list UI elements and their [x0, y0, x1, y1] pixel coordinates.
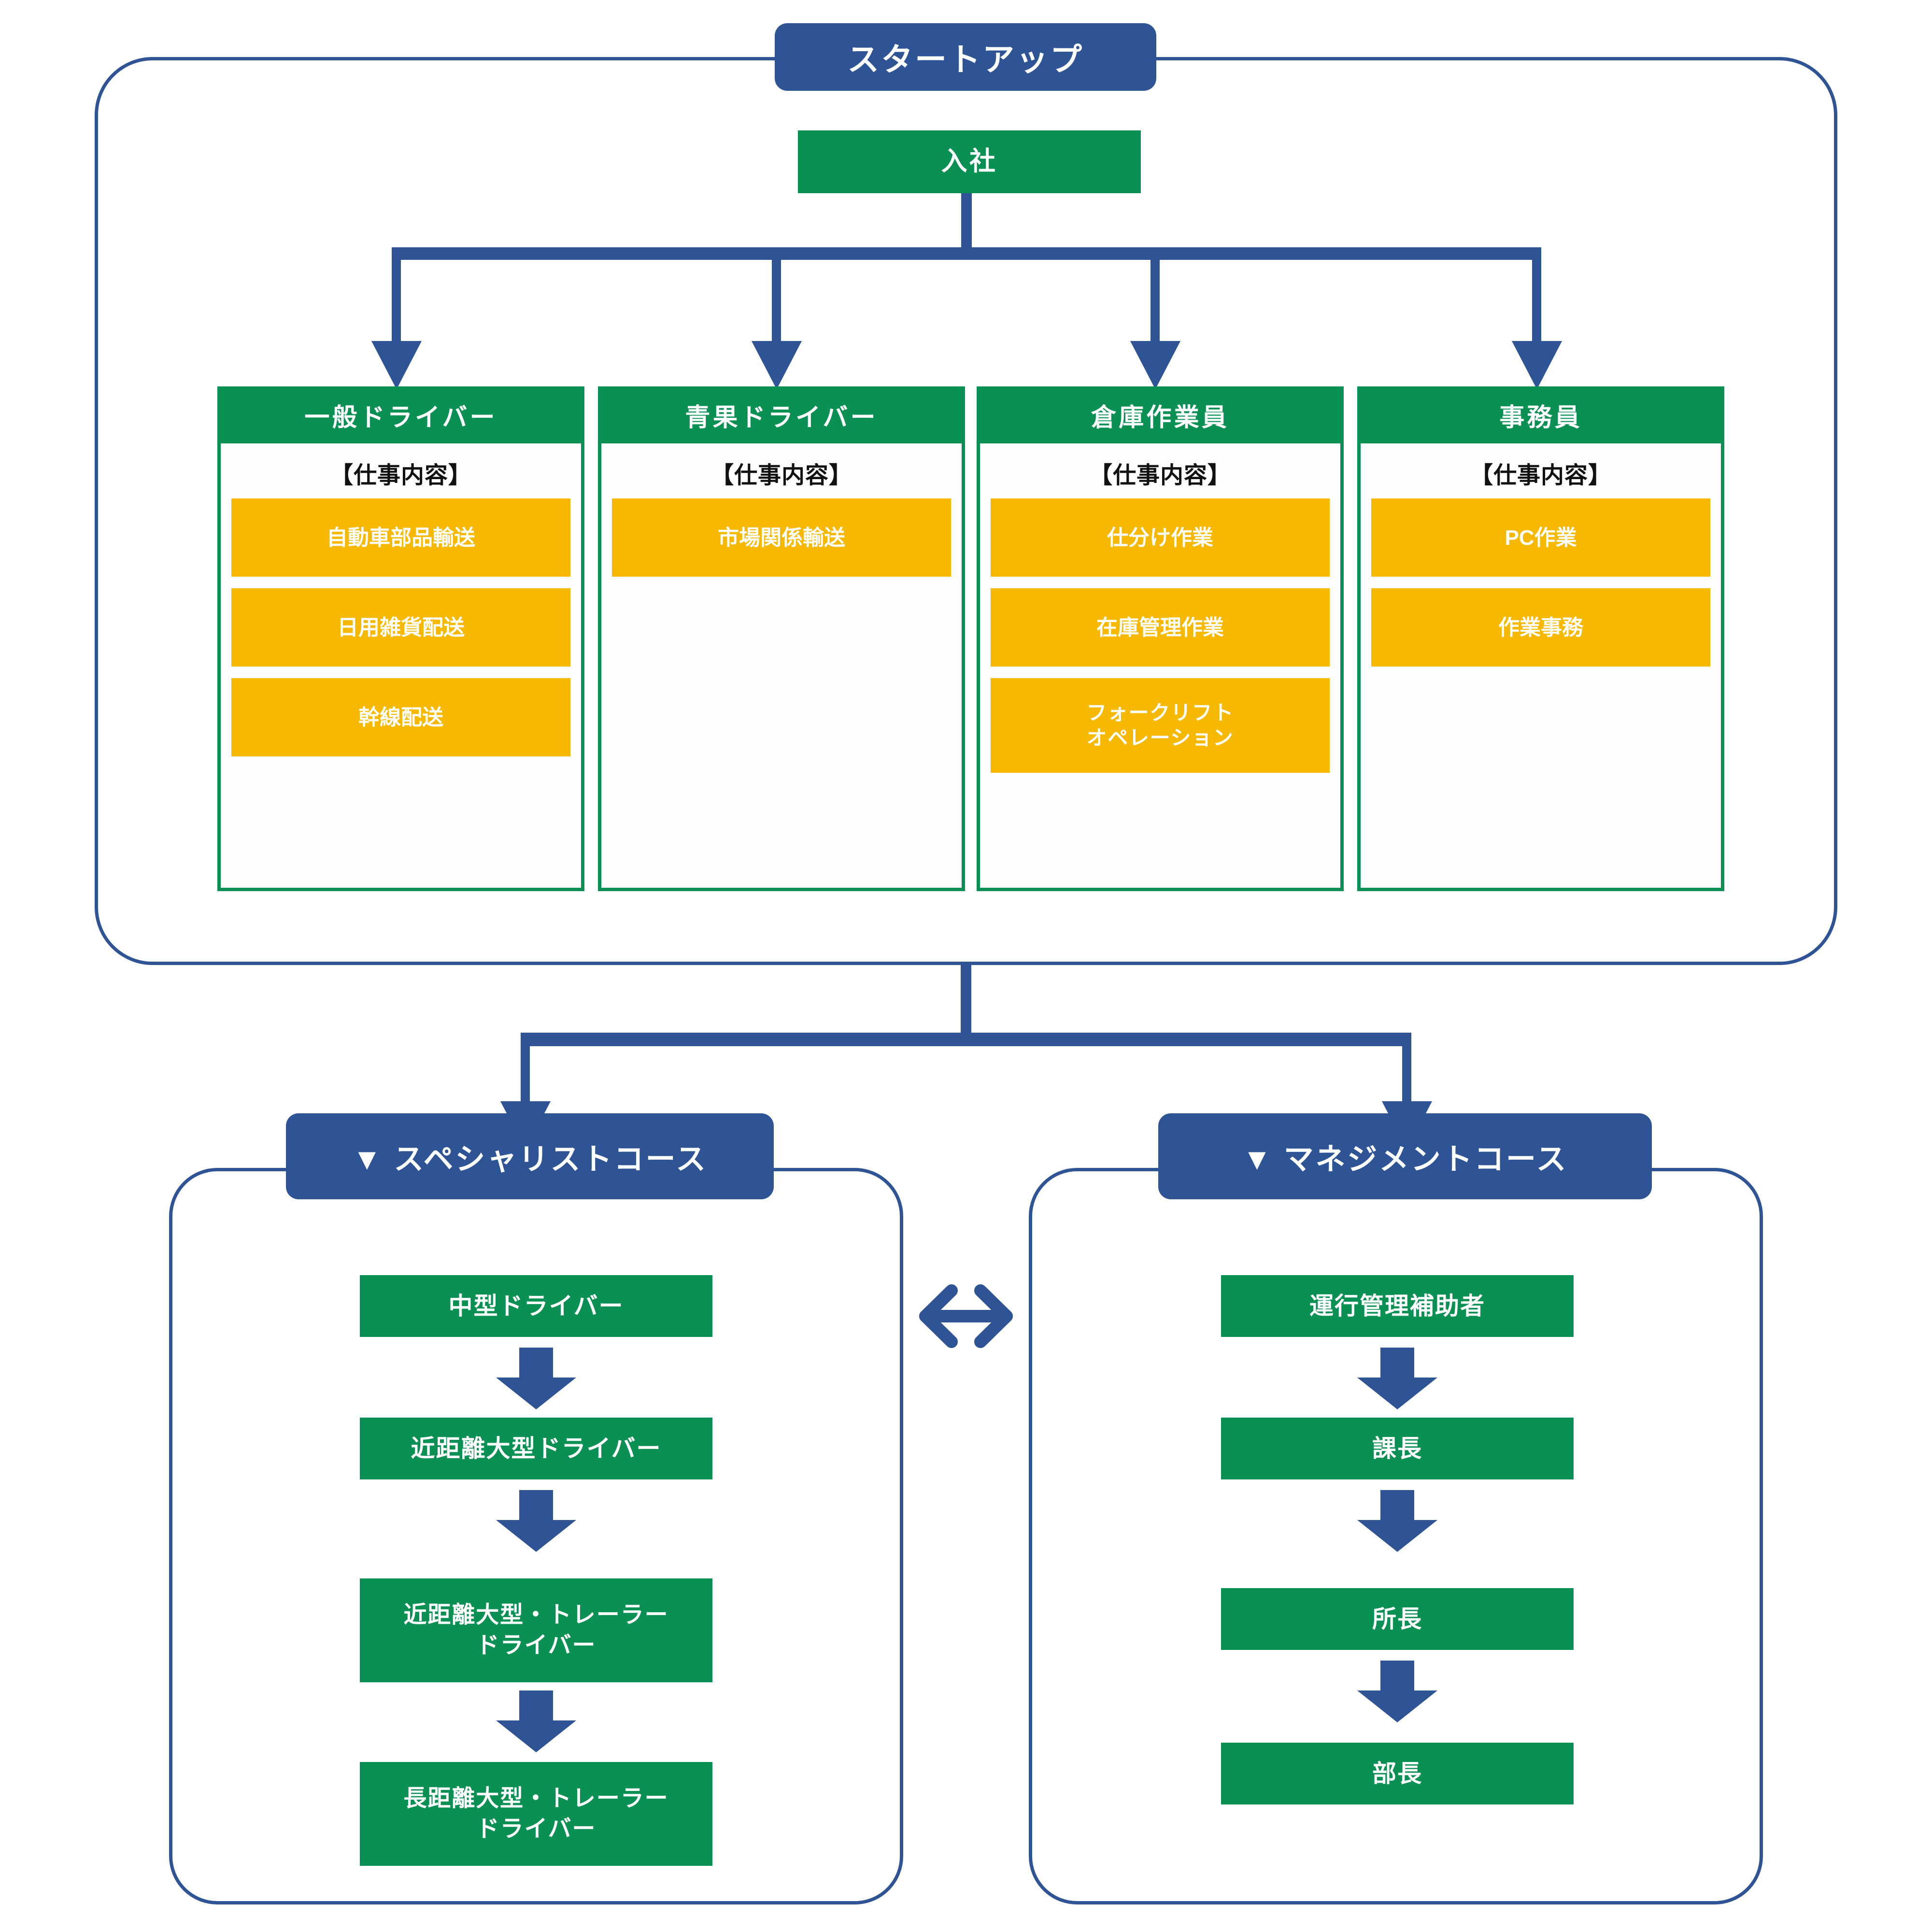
job-column-title: 青果ドライバー — [598, 386, 965, 443]
specialist-arrow-2 — [490, 1490, 582, 1554]
job-column-body: 【仕事内容】 仕分け作業 在庫管理作業 フォークリフト オペレーション — [977, 443, 1344, 891]
entry-box: 入社 — [798, 130, 1141, 193]
arrowhead-down-4 — [1508, 341, 1566, 392]
job-subtitle: 【仕事内容】 — [710, 463, 852, 488]
arrowhead-down-1 — [368, 341, 426, 392]
entry-box-label: 入社 — [941, 147, 998, 176]
management-step-3: 所長 — [1221, 1588, 1574, 1650]
job-column-body: 【仕事内容】 自動車部品輸送 日用雑貨配送 幹線配送 — [217, 443, 584, 891]
task-item: PC作業 — [1371, 498, 1710, 577]
connector-drop-1 — [392, 260, 401, 343]
job-column-body: 【仕事内容】 市場関係輸送 — [598, 443, 965, 891]
job-subtitle: 【仕事内容】 — [1470, 463, 1612, 488]
connector-course-bus — [521, 1033, 1411, 1046]
connector-course-drop-left — [521, 1046, 530, 1103]
arrowhead-down-3 — [1126, 341, 1184, 392]
specialist-arrow-1 — [490, 1348, 582, 1412]
task-item: 幹線配送 — [231, 678, 570, 756]
job-column-general-driver: 一般ドライバー 【仕事内容】 自動車部品輸送 日用雑貨配送 幹線配送 — [217, 386, 584, 891]
task-item: 作業事務 — [1371, 588, 1710, 667]
management-course-title-pill[interactable]: ▼ マネジメントコース — [1158, 1113, 1652, 1199]
management-step-4: 部長 — [1221, 1743, 1574, 1804]
startup-title-pill: スタートアップ — [775, 23, 1156, 91]
task-item: 市場関係輸送 — [612, 498, 951, 577]
startup-title-label: スタートアップ — [847, 42, 1084, 77]
specialist-step-3: 近距離大型・トレーラー ドライバー — [360, 1578, 712, 1682]
arrowhead-down-2 — [748, 341, 806, 392]
task-item: 仕分け作業 — [991, 498, 1330, 577]
job-column-produce-driver: 青果ドライバー 【仕事内容】 市場関係輸送 — [598, 386, 965, 891]
job-column-title: 事務員 — [1357, 386, 1724, 443]
management-course-title-label: ▼ マネジメントコース — [1242, 1143, 1568, 1176]
specialist-step-1: 中型ドライバー — [360, 1275, 712, 1337]
specialist-step-4: 長距離大型・トレーラー ドライバー — [360, 1762, 712, 1866]
connector-horizontal-bus — [392, 247, 1541, 260]
connector-drop-4 — [1532, 260, 1541, 343]
connector-panel-to-courses-stem — [961, 965, 971, 1033]
connector-entry-stem — [961, 193, 972, 247]
job-column-title: 倉庫作業員 — [977, 386, 1344, 443]
task-item: 自動車部品輸送 — [231, 498, 570, 577]
bidirectional-arrow-icon — [907, 1275, 1025, 1360]
job-column-office-staff: 事務員 【仕事内容】 PC作業 作業事務 — [1357, 386, 1724, 891]
specialist-arrow-3 — [490, 1690, 582, 1755]
job-column-warehouse-worker: 倉庫作業員 【仕事内容】 仕分け作業 在庫管理作業 フォークリフト オペレーショ… — [977, 386, 1344, 891]
connector-drop-2 — [772, 260, 781, 343]
task-item: フォークリフト オペレーション — [991, 678, 1330, 773]
job-column-title: 一般ドライバー — [217, 386, 584, 443]
management-arrow-1 — [1351, 1348, 1443, 1412]
management-step-1: 運行管理補助者 — [1221, 1275, 1574, 1337]
job-subtitle: 【仕事内容】 — [1089, 463, 1231, 488]
connector-course-drop-right — [1402, 1046, 1411, 1103]
task-item: 在庫管理作業 — [991, 588, 1330, 667]
specialist-step-2: 近距離大型ドライバー — [360, 1418, 712, 1479]
specialist-course-title-label: ▼ スペシャリストコース — [352, 1143, 708, 1176]
connector-drop-3 — [1151, 260, 1160, 343]
specialist-course-title-pill[interactable]: ▼ スペシャリストコース — [286, 1113, 774, 1199]
management-step-2: 課長 — [1221, 1418, 1574, 1479]
task-item: 日用雑貨配送 — [231, 588, 570, 667]
job-subtitle: 【仕事内容】 — [330, 463, 472, 488]
management-arrow-2 — [1351, 1490, 1443, 1554]
job-column-body: 【仕事内容】 PC作業 作業事務 — [1357, 443, 1724, 891]
management-arrow-3 — [1351, 1661, 1443, 1725]
